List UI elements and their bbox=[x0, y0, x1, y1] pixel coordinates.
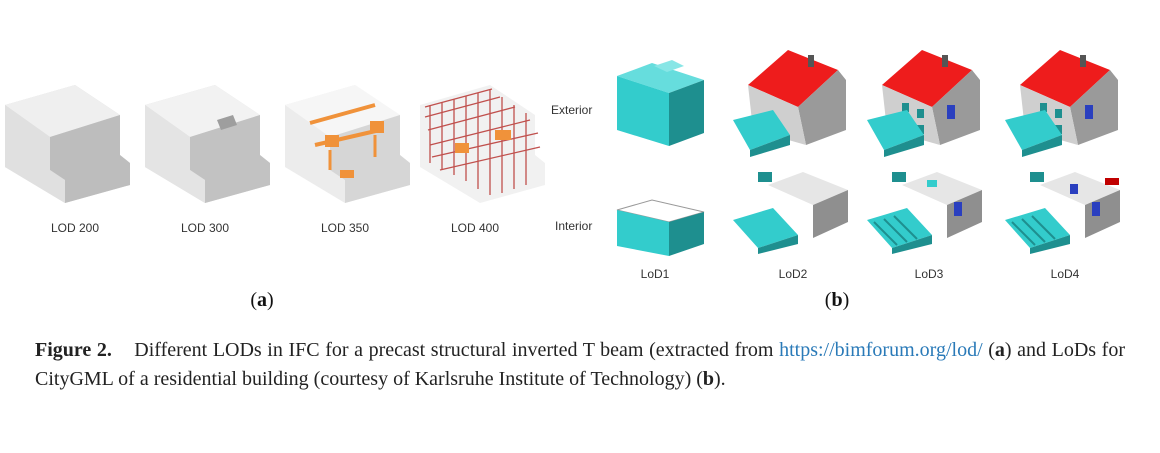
lod3-exterior-image bbox=[867, 50, 980, 157]
panel-tag-a-open: ( bbox=[250, 289, 257, 311]
lod400-beam-image bbox=[420, 85, 545, 203]
lod-label-350: LOD 350 bbox=[320, 221, 370, 235]
lod-column-4: LoD4 bbox=[1050, 267, 1080, 281]
lod-column-3: LoD3 bbox=[914, 267, 944, 281]
lod300-beam-image bbox=[145, 85, 270, 203]
caption-ref-b: b bbox=[702, 368, 715, 390]
lod350-beam-image bbox=[285, 85, 410, 203]
figure-label: Figure 2. bbox=[35, 339, 112, 361]
lod200-beam-image bbox=[5, 85, 130, 203]
lod-label-300: LOD 300 bbox=[180, 221, 230, 235]
caption-text-3: ) and LoDs for CityGML of a residential … bbox=[35, 339, 1126, 390]
lod-label-400: LOD 400 bbox=[450, 221, 500, 235]
lod4-exterior-image bbox=[1005, 50, 1118, 157]
panel-tag-a-letter: a bbox=[257, 289, 267, 311]
lod4-interior-image bbox=[1005, 172, 1120, 254]
panel-tag-b-close: ) bbox=[842, 289, 850, 311]
caption-text-4: ). bbox=[714, 368, 726, 390]
panel-tag-a: (a) bbox=[232, 289, 292, 312]
panel-tag-b: (b) bbox=[807, 289, 867, 312]
bimforum-link[interactable]: https://bimforum.org/lod/ bbox=[779, 339, 983, 361]
caption-ref-a: a bbox=[994, 339, 1005, 361]
caption-text-1: Different LODs in IFC for a precast stru… bbox=[134, 339, 774, 361]
panel-tag-b-letter: b bbox=[831, 289, 843, 311]
lod-column-1: LoD1 bbox=[640, 267, 670, 281]
panel-tag-a-close: ) bbox=[267, 289, 274, 311]
lod3-interior-image bbox=[867, 172, 982, 254]
figure-caption: Figure 2. Different LODs in IFC for a pr… bbox=[35, 336, 1125, 394]
lod-column-2: LoD2 bbox=[778, 267, 808, 281]
lod1-exterior-image bbox=[617, 60, 704, 146]
caption-text-2: ( bbox=[988, 339, 995, 361]
lod2-exterior-image bbox=[733, 50, 846, 157]
row-label-interior: Interior bbox=[555, 219, 593, 233]
lod-label-200: LOD 200 bbox=[50, 221, 100, 235]
row-label-exterior: Exterior bbox=[551, 103, 593, 117]
lod1-interior-image bbox=[616, 199, 705, 256]
panel-tag-b-open: ( bbox=[824, 289, 832, 311]
lod2-interior-image bbox=[733, 172, 848, 254]
